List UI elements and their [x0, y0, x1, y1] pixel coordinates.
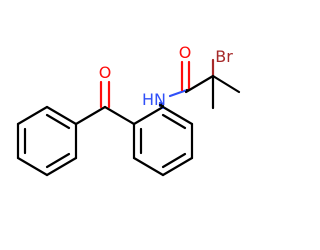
bromo-dimethyl-group	[211, 58, 241, 110]
atom-o-ketone: O	[99, 63, 112, 82]
ketone-group	[74, 80, 136, 126]
phenyl-ring-right	[132, 105, 194, 177]
structure-diagram: O HN O Br	[16, 43, 241, 177]
atom-n-amide: HN	[142, 90, 166, 109]
atom-o-amide: O	[179, 43, 192, 62]
atom-br: Br	[215, 47, 233, 66]
phenyl-ring-left	[16, 105, 78, 177]
amide-group	[158, 60, 215, 110]
ring-n-bond-visible	[158, 103, 165, 109]
